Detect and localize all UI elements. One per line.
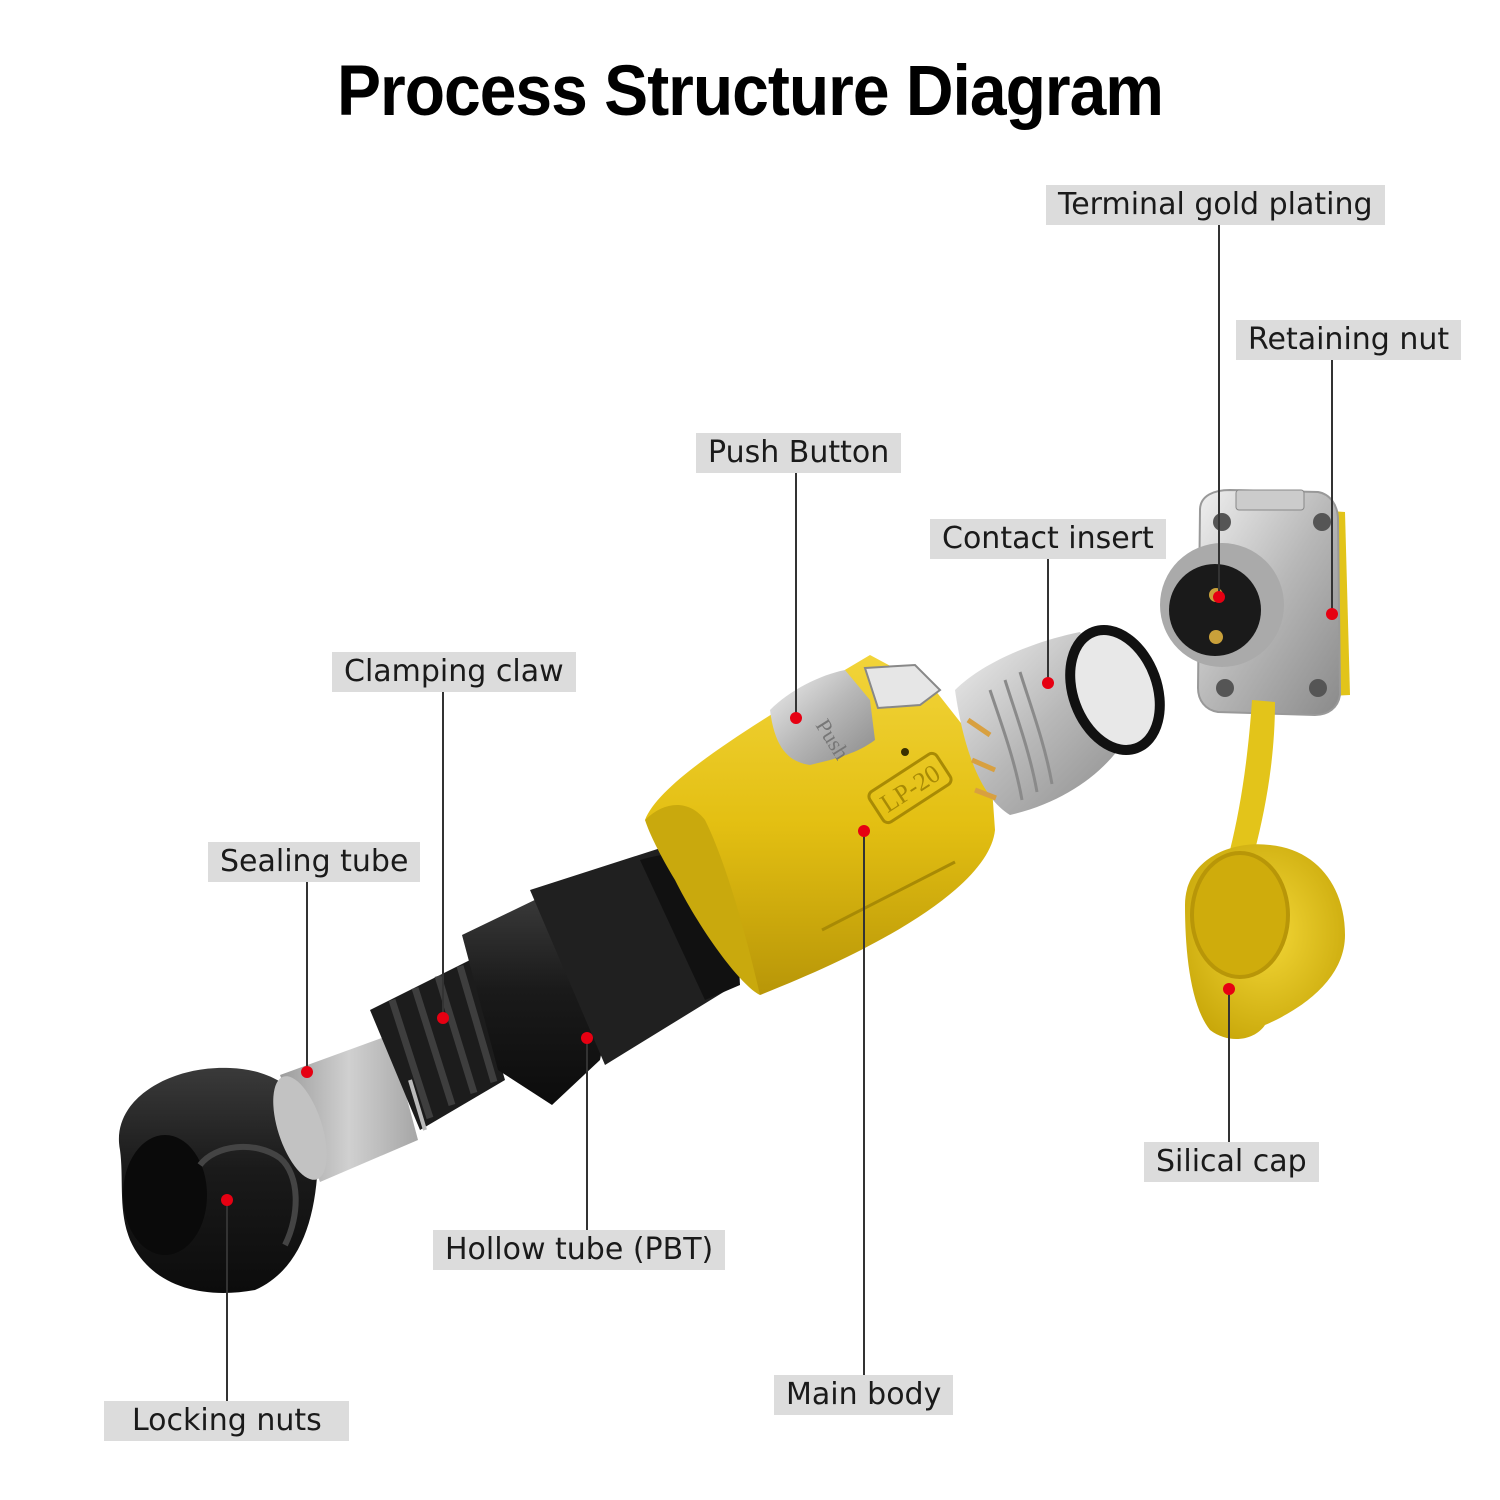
silicone-cap-part [1185,700,1345,1040]
marker-clamping-claw [437,1012,449,1024]
marker-contact-insert [1042,677,1054,689]
clamping-claw-part [370,960,505,1131]
marker-terminal [1213,591,1225,603]
contact-insert-part [955,624,1165,815]
label-push-button: Push Button [696,433,902,473]
marker-locking-nuts [221,1194,233,1206]
marker-sealing-tube [301,1066,313,1078]
label-retaining-nut: Retaining nut [1236,320,1462,360]
marker-push-button [790,712,802,724]
label-hollow-tube: Hollow tube (PBT) [433,1230,726,1270]
label-main-body: Main body [774,1375,954,1415]
main-body-part: LP-20 Push [645,655,995,995]
label-clamping-claw: Clamping claw [332,652,576,692]
label-locking-nuts: Locking nuts [104,1401,349,1441]
label-contact-insert: Contact insert [930,519,1166,559]
label-sealing-tube: Sealing tube [208,842,421,882]
label-terminal-gold-plating: Terminal gold plating [1046,185,1385,225]
sealing-tube-part [273,1035,418,1182]
label-silical-cap: Silical cap [1144,1142,1319,1182]
flange-socket-part [1160,488,1350,717]
marker-retaining-nut [1326,608,1338,620]
marker-silical-cap [1223,983,1235,995]
page-title: Process Structure Diagram [336,50,1164,130]
markers [221,591,1338,1206]
locking-nut-part [118,1067,319,1293]
marker-main-body [858,825,870,837]
leader-lines [226,225,1333,1405]
marker-hollow-tube [581,1032,593,1044]
